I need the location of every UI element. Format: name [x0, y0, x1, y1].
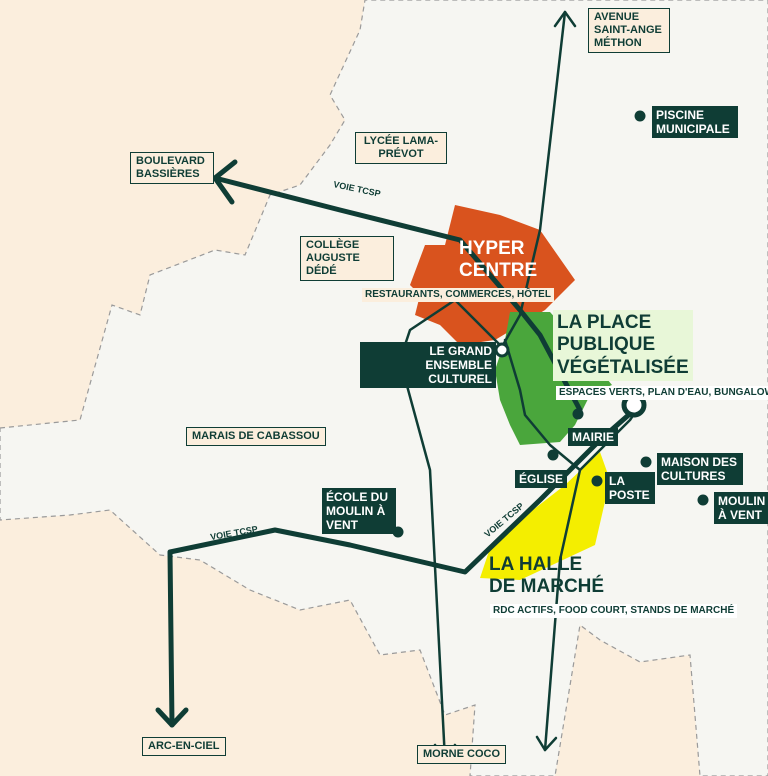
halle-title-line1: LA HALLE [489, 554, 583, 575]
dot-grand-ensemble [494, 342, 510, 358]
route-south [543, 468, 582, 752]
dot-mairie [572, 408, 584, 420]
label-moulin-a-vent: MOULIN À VENT [714, 492, 768, 525]
place-publique-title-line1: LA PLACE [557, 312, 652, 333]
label-lycee-lama-prevot: LYCÉE LAMA-PRÉVOT [355, 132, 447, 164]
dot-poste [591, 475, 603, 487]
label-grand-ensemble-culturel: LE GRAND ENSEMBLE CULTUREL [360, 342, 496, 389]
halle-subtitle: RDC ACTIFS, FOOD COURT, STANDS DE MARCHÉ [490, 604, 738, 618]
label-boulevard-bassieres: BOULEVARD BASSIÈRES [130, 152, 214, 184]
hyper-centre-title-line2: CENTRE [459, 260, 538, 282]
label-morne-coco: MORNE COCO [417, 745, 506, 764]
arrow-boulevard [212, 159, 238, 205]
place-publique-title-line2: PUBLIQUE [557, 334, 656, 356]
dot-piscine [634, 110, 646, 122]
route-east [503, 338, 642, 472]
place-publique-subtitle: ESPACES VERTS, PLAN D'EAU, BUNGALOWS FOO… [556, 386, 768, 400]
label-avenue-saint-ange-methon: AVENUE SAINT-ANGE MÉTHON [588, 8, 670, 53]
halle-title: LA HALLE DE MARCHÉ [485, 552, 608, 601]
label-ecole-du-moulin-a-vent: ÉCOLE DU MOULIN À VENT [322, 488, 396, 535]
dot-eglise [547, 449, 559, 461]
label-eglise: ÉGLISE [515, 470, 568, 489]
hyper-centre-title-line1: HYPER [459, 238, 525, 259]
label-college-auguste-dede: COLLÈGE AUGUSTE DÉDÉ [300, 236, 394, 281]
dot-moulin [697, 494, 709, 506]
label-maison-des-cultures: MAISON DES CULTURES [657, 453, 743, 486]
place-publique-title: LA PLACE PUBLIQUE VÉGÉTALISÉE [553, 310, 693, 382]
label-mairie: MAIRIE [568, 428, 618, 447]
arrow-south [535, 735, 558, 752]
location-dots [392, 110, 709, 538]
label-la-poste: LA POSTE [605, 472, 655, 505]
dot-maison-cultures [640, 456, 652, 468]
route-west-to-boulevard [212, 175, 583, 413]
halle-title-line2: DE MARCHÉ [489, 576, 605, 598]
arrow-north [553, 10, 577, 28]
label-piscine-municipale: PISCINE MUNICIPALE [652, 106, 738, 139]
route-north [501, 10, 567, 347]
place-publique-title-line3: VÉGÉTALISÉE [557, 356, 689, 378]
hyper-centre-subtitle: RESTAURANTS, COMMERCES, HÔTEL [362, 288, 554, 302]
arrow-arc-en-ciel [155, 707, 189, 728]
label-marais-de-cabassou: MARAIS DE CABASSOU [186, 427, 326, 446]
hyper-centre-title: HYPER CENTRE [455, 236, 541, 285]
label-arc-en-ciel: ARC-EN-CIEL [142, 737, 226, 756]
route-tcsp-west [167, 402, 643, 728]
